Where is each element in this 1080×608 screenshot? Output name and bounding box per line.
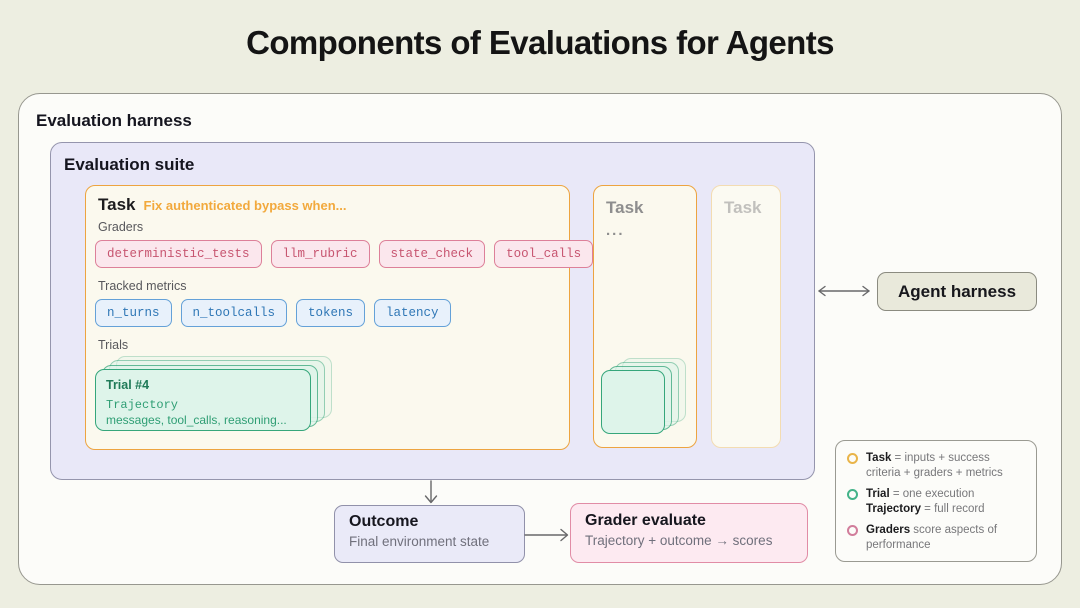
- outcome-box: Outcome Final environment state: [334, 505, 525, 563]
- trial-card-title: Trial #4: [106, 378, 150, 392]
- legend-definition: = one execution: [889, 488, 975, 501]
- legend-definition: score aspects of performance: [866, 524, 998, 551]
- legend-box: Task = inputs + success criteria + grade…: [835, 440, 1037, 562]
- legend-item-trial: Trial = one execution Trajectory = full …: [847, 487, 1025, 516]
- bidirectional-arrow-icon: [818, 285, 870, 297]
- trial-stack: Trial #4 Trajectory messages, tool_calls…: [95, 356, 340, 433]
- legend-definition: = full record: [920, 502, 985, 515]
- tracked-metrics-label: Tracked metrics: [98, 279, 187, 293]
- legend-text-graders: Graders score aspects of performance: [866, 523, 1025, 552]
- legend-term: Trajectory: [866, 502, 921, 515]
- trial-card: Trial #4 Trajectory messages, tool_calls…: [95, 369, 311, 431]
- task-card-primary: Task Fix authenticated bypass when... Gr…: [85, 185, 594, 450]
- metric-pill: n_turns: [95, 299, 172, 327]
- grader-evaluate-box: Grader evaluate Trajectory + outcome → s…: [570, 503, 808, 563]
- metric-pill: tokens: [296, 299, 366, 327]
- agent-harness-box: Agent harness: [877, 272, 1037, 311]
- trial-trajectory-label: Trajectory: [106, 398, 179, 412]
- legend-dot-graders: [847, 525, 858, 537]
- task-card-third: Task: [711, 185, 781, 448]
- legend-text-trial: Trial = one execution Trajectory = full …: [866, 487, 985, 516]
- task-header: Task Fix authenticated bypass when...: [98, 195, 347, 215]
- legend-dot-task: [847, 453, 858, 464]
- metric-pill: n_toolcalls: [180, 299, 288, 327]
- graders-label: Graders: [98, 220, 144, 234]
- evaluation-harness-label: Evaluation harness: [36, 111, 192, 130]
- grader-evaluate-subtitle: Trajectory + outcome → scores: [585, 533, 773, 548]
- trial-card-mini: [601, 370, 665, 434]
- task-card-second: Task ...: [593, 185, 697, 448]
- outcome-title: Outcome: [349, 513, 419, 530]
- grader-pill: tool_calls: [494, 240, 594, 268]
- legend-term: Graders: [866, 524, 911, 537]
- legend-item-graders: Graders score aspects of performance: [847, 523, 1025, 552]
- agent-harness-label: Agent harness: [897, 281, 1017, 301]
- grader-pill: deterministic_tests: [95, 240, 262, 268]
- legend-dot-trial: [847, 489, 858, 501]
- trials-label: Trials: [98, 338, 129, 352]
- page-title: Components of Evaluations for Agents: [246, 24, 834, 61]
- grader-pill: llm_rubric: [270, 240, 370, 268]
- grader-evaluate-title: Grader evaluate: [585, 512, 706, 529]
- outcome-subtitle: Final environment state: [349, 534, 490, 549]
- task-title: Task: [724, 198, 762, 217]
- metric-pill-row: n_turns n_toolcalls tokens latency: [95, 299, 451, 327]
- task-ellipsis: ...: [606, 222, 625, 239]
- trial-stack-mini: [601, 358, 691, 436]
- legend-definition: = inputs + success criteria + graders + …: [866, 452, 1003, 479]
- legend-term: Task: [866, 452, 892, 464]
- trial-trajectory-detail: messages, tool_calls, reasoning...: [106, 413, 287, 427]
- legend-item-task: Task = inputs + success criteria + grade…: [847, 451, 1025, 480]
- task-subtitle: Fix authenticated bypass when...: [143, 198, 347, 213]
- task-title: Task: [98, 195, 136, 214]
- grader-pill-row: deterministic_tests llm_rubric state_che…: [95, 240, 594, 268]
- legend-term: Trial: [866, 488, 890, 501]
- metric-pill: latency: [374, 299, 451, 327]
- task-title: Task: [606, 198, 644, 217]
- legend-text-task: Task = inputs + success criteria + grade…: [866, 451, 1025, 480]
- evaluation-suite-label: Evaluation suite: [64, 155, 195, 174]
- down-arrow-icon: [424, 480, 438, 504]
- right-arrow-icon: [524, 528, 569, 542]
- grader-pill: state_check: [378, 240, 486, 268]
